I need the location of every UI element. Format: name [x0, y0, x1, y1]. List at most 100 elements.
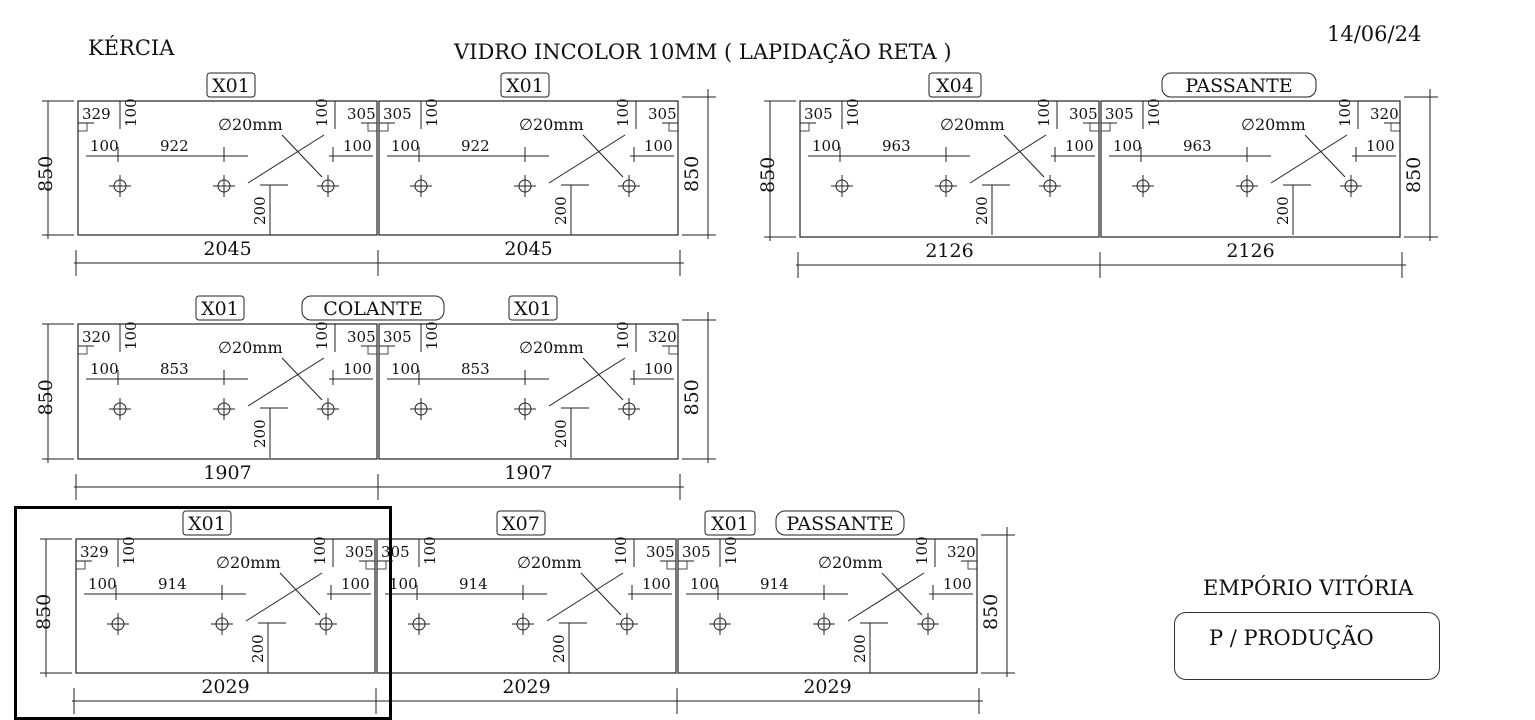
- edge-label-right: 100: [642, 575, 671, 593]
- offset-label-left: 320: [82, 328, 111, 346]
- hole-diameter-label: ∅20mm: [1241, 115, 1306, 134]
- tag-box: [182, 510, 232, 536]
- edge-label-left: 100: [690, 575, 719, 593]
- hole-diameter-label: ∅20mm: [216, 553, 281, 572]
- hole-diameter-label: ∅20mm: [517, 553, 582, 572]
- diagonal-line: [1270, 134, 1348, 184]
- offset-label-left: 305: [381, 543, 410, 561]
- spacing-label: 853: [461, 360, 490, 378]
- height-label-left: 850: [35, 379, 57, 415]
- spacing-label: 914: [158, 575, 187, 593]
- spacing-label: 963: [1183, 137, 1212, 155]
- client-name: KÉRCIA: [88, 36, 175, 60]
- diagonal-line: [1003, 134, 1045, 178]
- drawing-title: VIDRO INCOLOR 10MM ( LAPIDAÇÃO RETA ): [454, 40, 952, 64]
- offset-label-left: 329: [80, 543, 109, 561]
- diagonal-line: [281, 357, 323, 401]
- hole-diameter-label: ∅20mm: [218, 338, 283, 357]
- vert-label-right: 100: [612, 536, 630, 565]
- edge-label-left: 100: [1113, 137, 1142, 155]
- edge-label-left: 100: [389, 575, 418, 593]
- panel-width-label: 2029: [502, 676, 550, 698]
- hole-diameter-label: ∅20mm: [940, 115, 1005, 134]
- notch: [378, 122, 389, 132]
- offset-label-right: 320: [648, 328, 677, 346]
- diagonal-line: [881, 572, 923, 616]
- depth-label: 200: [1274, 196, 1292, 225]
- vert-label-right: 100: [614, 321, 632, 350]
- glass-panel: [799, 100, 1100, 238]
- tag-box: [508, 295, 558, 321]
- depth-label: 200: [973, 196, 991, 225]
- spacing-label: 922: [160, 137, 189, 155]
- notch: [799, 122, 810, 132]
- notch: [376, 560, 387, 570]
- hole-diameter-label: ∅20mm: [519, 338, 584, 357]
- offset-label-right: 320: [947, 543, 976, 561]
- hole-diameter-label: ∅20mm: [519, 115, 584, 134]
- notch: [77, 345, 88, 355]
- offset-label-left: 329: [82, 105, 111, 123]
- panel-width-label: 1907: [203, 462, 251, 484]
- tag-label: X01: [506, 75, 544, 97]
- notch: [365, 560, 376, 570]
- offset-label-right: 305: [648, 105, 677, 123]
- glass-panel: [77, 323, 378, 460]
- notch: [75, 560, 86, 570]
- notch: [1100, 122, 1111, 132]
- depth-label: 200: [249, 634, 267, 663]
- notch: [668, 345, 679, 355]
- notch: [378, 345, 389, 355]
- depth-label: 200: [851, 634, 869, 663]
- notch: [77, 122, 88, 132]
- vert-label-left: 100: [423, 98, 441, 127]
- edge-label-right: 100: [1366, 137, 1395, 155]
- edge-label-right: 100: [644, 360, 673, 378]
- depth-label: 200: [251, 196, 269, 225]
- offset-label-left: 305: [1105, 105, 1134, 123]
- tag-box: [206, 72, 256, 98]
- hole-diameter-label: ∅20mm: [218, 115, 283, 134]
- drawing-date: 14/06/24: [1327, 22, 1422, 46]
- offset-label-right: 305: [347, 105, 376, 123]
- tag-box: [500, 72, 550, 98]
- panel-width-label: 2126: [925, 240, 973, 262]
- offset-label-left: 305: [682, 543, 711, 561]
- notch: [367, 345, 378, 355]
- vert-label-left: 100: [421, 536, 439, 565]
- panel-width-label: 2029: [803, 676, 851, 698]
- notch: [1089, 122, 1100, 132]
- height-label-left: 850: [33, 594, 55, 630]
- height-label-right: 850: [980, 594, 1002, 630]
- tag-label: X01: [514, 298, 552, 320]
- tag-box: [195, 295, 245, 321]
- notch: [1390, 122, 1401, 132]
- depth-label: 200: [552, 419, 570, 448]
- edge-label-right: 100: [943, 575, 972, 593]
- company-name: EMPÓRIO VITÓRIA: [1203, 576, 1414, 600]
- diagonal-line: [548, 357, 626, 407]
- glass-panel: [378, 100, 679, 236]
- offset-label-right: 305: [345, 543, 374, 561]
- notch: [668, 122, 679, 132]
- glass-panel: [1100, 100, 1401, 238]
- offset-label-left: 305: [804, 105, 833, 123]
- spacing-label: 914: [459, 575, 488, 593]
- tag-label: X04: [936, 75, 974, 97]
- diagonal-line: [548, 134, 626, 184]
- tag-label: X07: [502, 513, 540, 535]
- production-stamp-box: P / PRODUÇÃO: [1174, 612, 1440, 680]
- panel-width-label: 2045: [203, 238, 251, 260]
- vert-label-left: 100: [722, 536, 740, 565]
- edge-label-right: 100: [1065, 137, 1094, 155]
- offset-label-right: 305: [646, 543, 675, 561]
- offset-label-left: 305: [383, 105, 412, 123]
- edge-label-left: 100: [391, 137, 420, 155]
- selection-rectangle: [14, 506, 392, 720]
- diagonal-line: [1304, 134, 1346, 178]
- vert-label-left: 100: [122, 98, 140, 127]
- edge-label-left: 100: [812, 137, 841, 155]
- production-stamp-label: P / PRODUÇÃO: [1209, 626, 1374, 650]
- tag-label: X01: [711, 513, 749, 535]
